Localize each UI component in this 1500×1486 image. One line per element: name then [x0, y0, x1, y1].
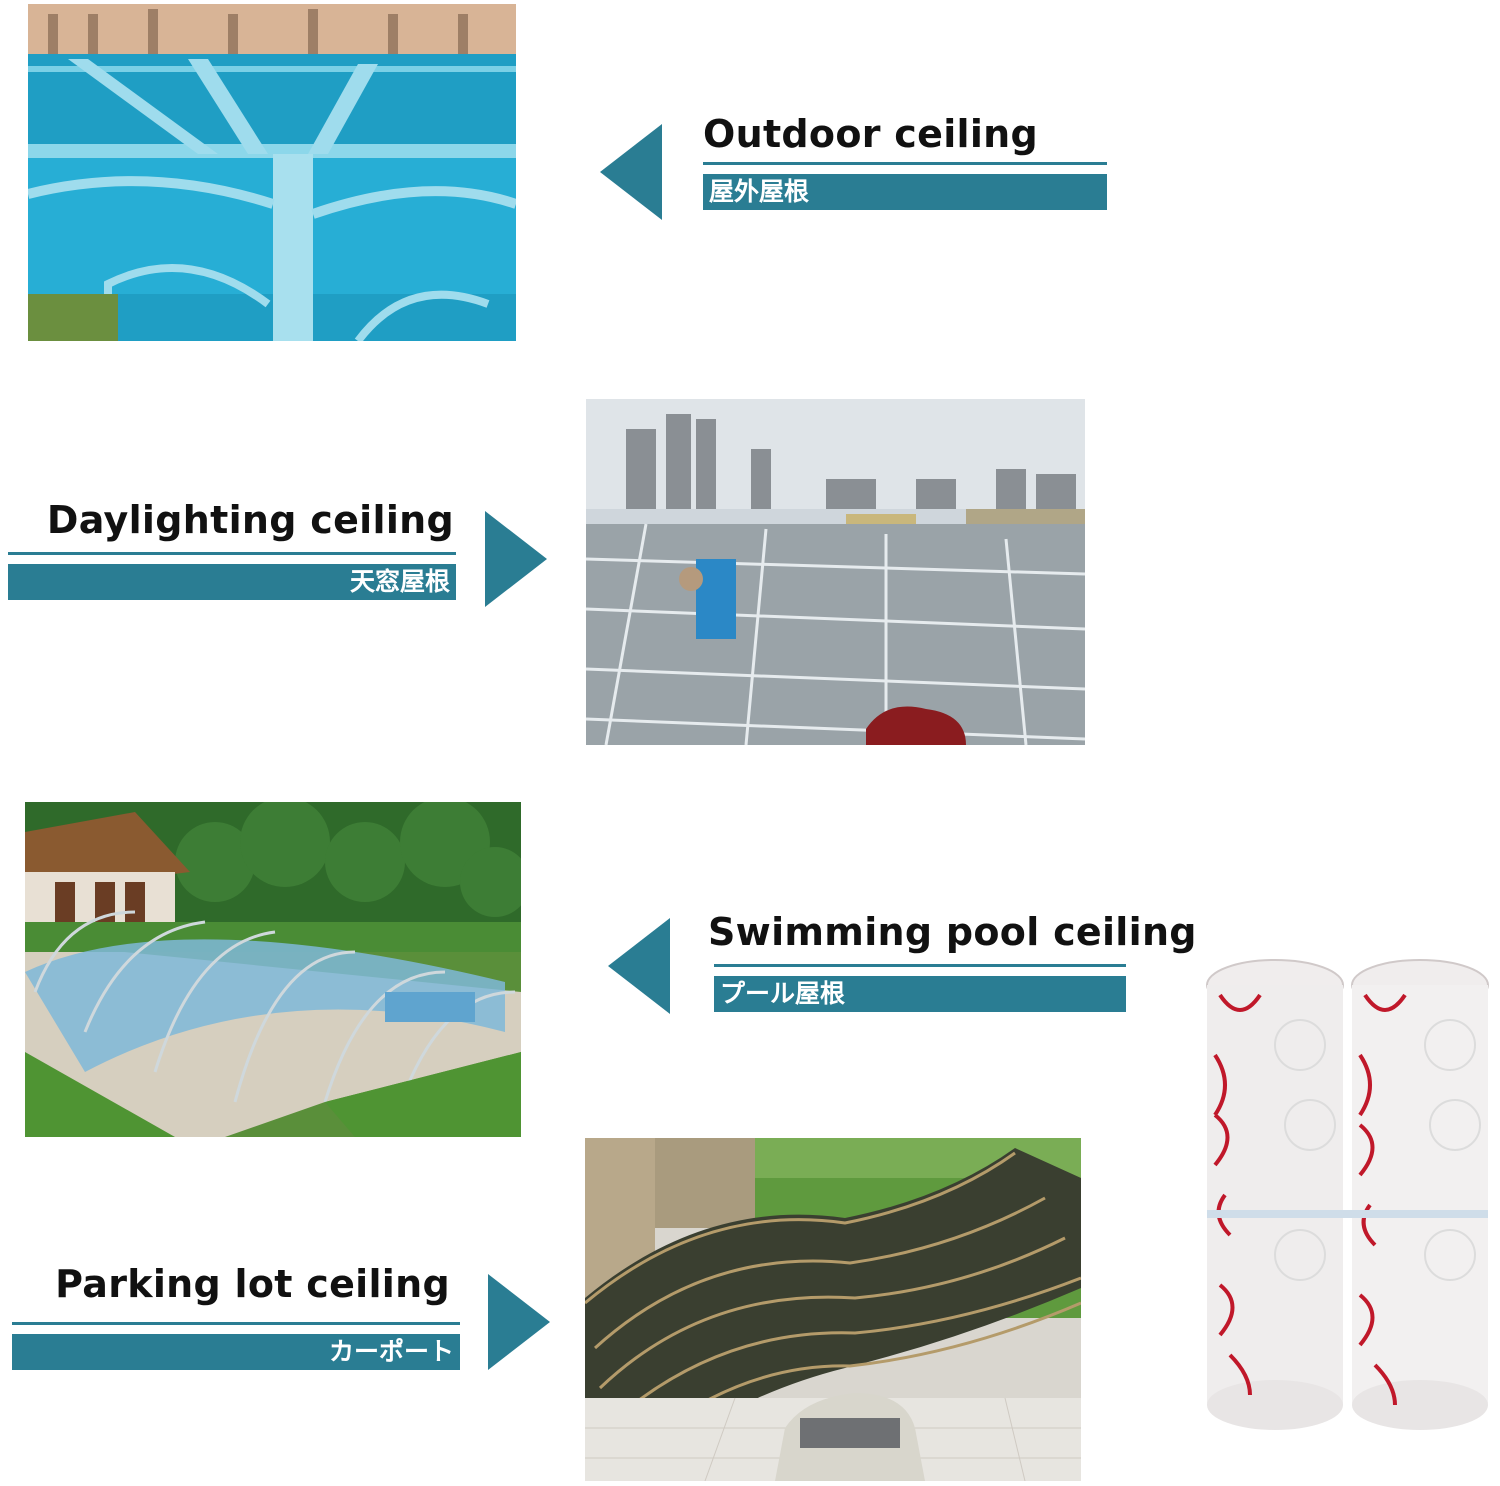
divider [703, 162, 1107, 165]
row-subtitle-band: プール屋根 [714, 976, 1126, 1012]
row-subtitle-band: カーポート [12, 1334, 460, 1370]
row-subtitle-band: 屋外屋根 [703, 174, 1107, 210]
outdoor-ceiling-photo [28, 4, 516, 341]
arrow-right-icon [485, 511, 547, 607]
swimming-pool-photo [25, 802, 521, 1137]
divider [8, 552, 456, 555]
film-rolls-photo [1200, 955, 1496, 1435]
arrow-left-icon [600, 124, 662, 220]
divider [714, 964, 1126, 967]
row-title: Daylighting ceiling [46, 498, 454, 542]
daylighting-ceiling-photo [586, 399, 1085, 745]
row-title: Outdoor ceiling [703, 112, 1039, 156]
parking-lot-photo [585, 1138, 1081, 1481]
row-title: Parking lot ceiling [55, 1262, 450, 1306]
row-title: Swimming pool ceiling [708, 910, 1197, 954]
divider [12, 1322, 460, 1325]
row-subtitle-band: 天窓屋根 [8, 564, 456, 600]
arrow-right-icon [488, 1274, 550, 1370]
arrow-left-icon [608, 918, 670, 1014]
